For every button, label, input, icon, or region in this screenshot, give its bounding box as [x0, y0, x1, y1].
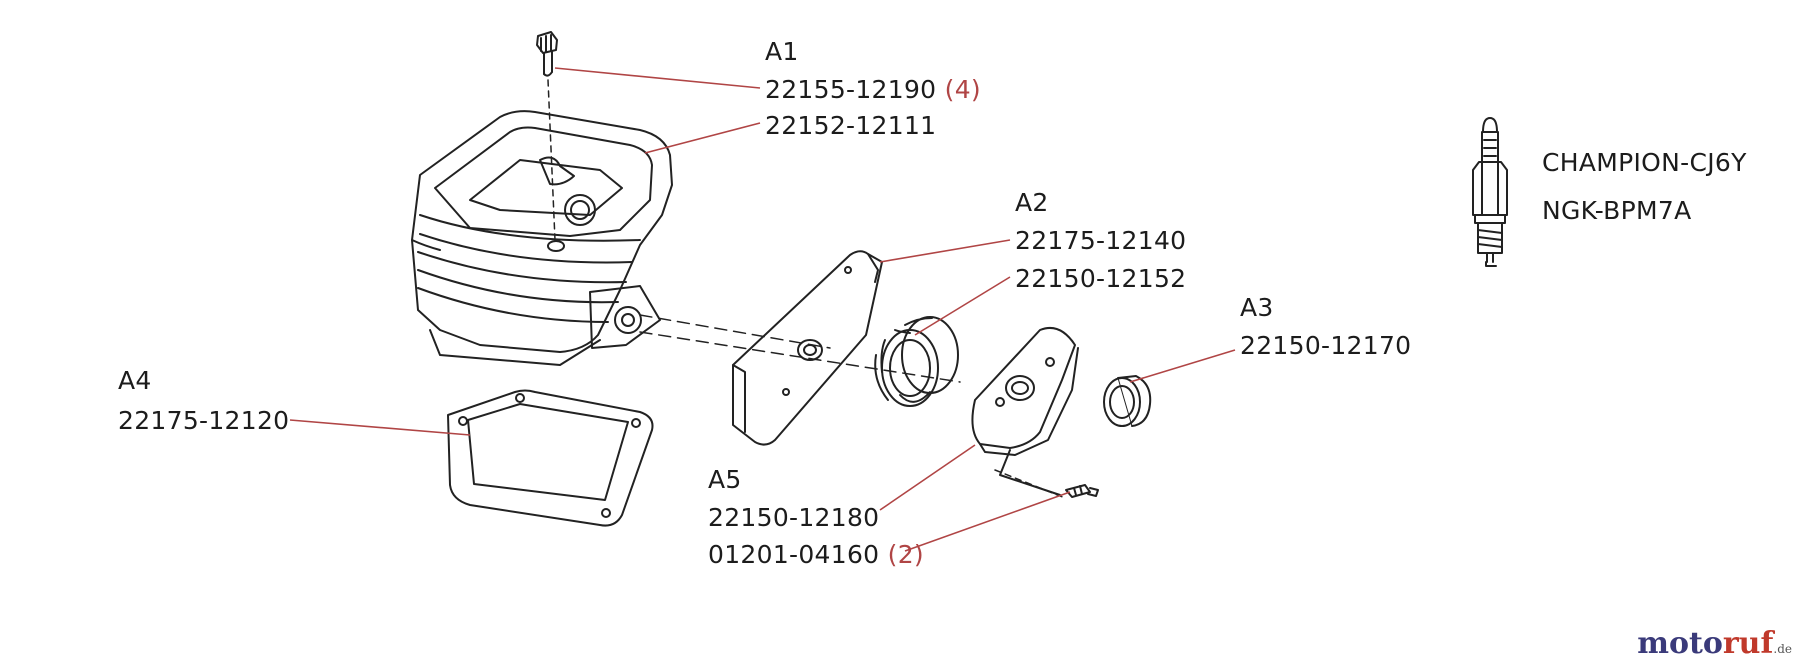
quantity: (2) — [887, 540, 924, 569]
leader-a2-plate — [879, 239, 1011, 263]
motoruf-logo: motoruf.de — [1637, 626, 1792, 661]
intake-plate-drawing — [732, 250, 883, 446]
label-a1-cylinder-number: 22152-12111 — [765, 111, 937, 140]
leader-a4-gasket — [289, 419, 471, 436]
leader-a2-boot — [914, 276, 1011, 336]
leader-a5-flange — [879, 444, 976, 511]
leader-a1-bolt — [554, 67, 761, 89]
base-gasket-drawing — [447, 389, 654, 527]
label-a1-bolt-number: 22155-12190 (4) — [765, 77, 981, 102]
flange-screw-drawing — [1065, 484, 1099, 498]
cylinder-bolt-drawing — [536, 31, 558, 241]
flange-drawing — [971, 326, 1079, 499]
label-a5-flange-number: 22150-12180 — [708, 503, 880, 532]
label-a2-plate-number: 22175-12140 — [1015, 226, 1187, 255]
leader-a5-screw — [904, 491, 1071, 552]
part-number: 01201-04160 — [708, 540, 880, 569]
cylinder-drawing — [411, 110, 961, 383]
label-a4-gasket-number: 22175-12120 — [118, 406, 290, 435]
label-a5-screw-number: 01201-04160 (2) — [708, 542, 924, 567]
label-a2-ref: A2 — [1015, 188, 1049, 217]
bushing-drawing — [1103, 375, 1152, 427]
label-a3-ref: A3 — [1240, 293, 1274, 322]
spark-plug-drawing — [1472, 117, 1508, 267]
insulator-boot-drawing — [874, 316, 959, 407]
label-a2-boot-number: 22150-12152 — [1015, 264, 1187, 293]
quantity: (4) — [944, 75, 981, 104]
spark-plug-option-champion: CHAMPION-CJ6Y — [1542, 148, 1747, 177]
leader-a1-cylinder — [644, 122, 761, 154]
spark-plug-option-ngk: NGK-BPM7A — [1542, 196, 1692, 225]
label-a5-ref: A5 — [708, 465, 742, 494]
label-a3-bushing-number: 22150-12170 — [1240, 331, 1412, 360]
label-a1-ref: A1 — [765, 37, 799, 66]
leader-a3-bushing — [1129, 349, 1236, 383]
part-number: 22155-12190 — [765, 75, 937, 104]
leader-lines — [289, 67, 1236, 552]
label-a4-ref: A4 — [118, 366, 152, 395]
